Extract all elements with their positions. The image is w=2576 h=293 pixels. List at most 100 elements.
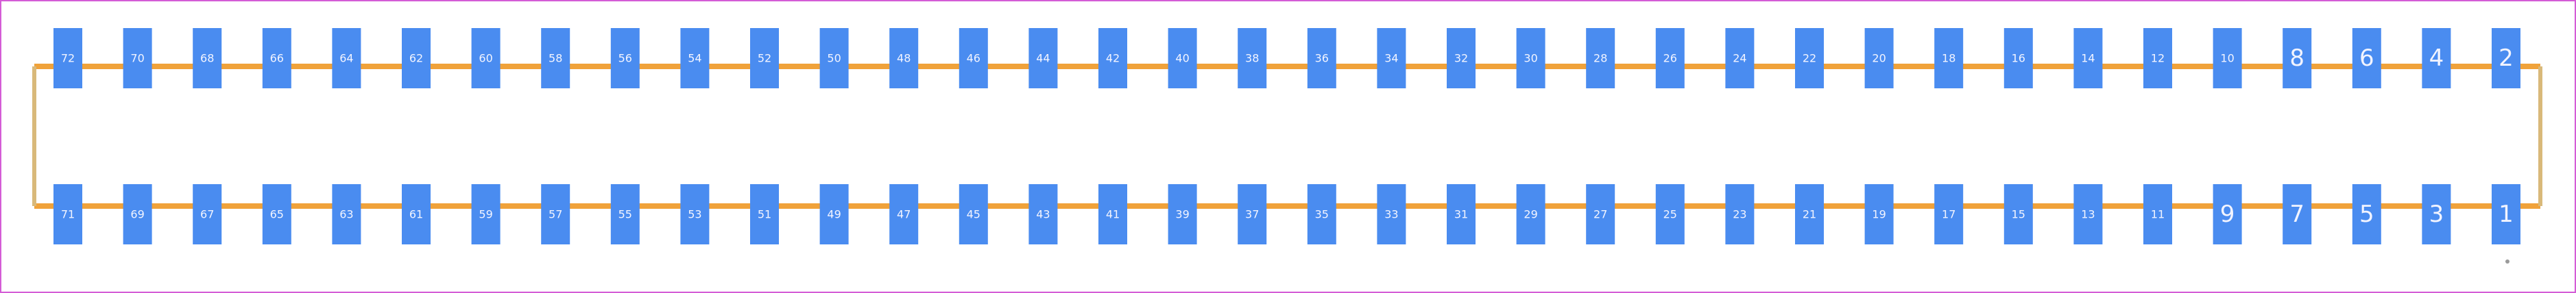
pad-rect [1028, 28, 1058, 88]
pad-56: 56 [610, 28, 640, 88]
pad-label: 62 [409, 52, 423, 65]
pad-35: 35 [1307, 184, 1336, 244]
pad-label: 35 [1315, 208, 1329, 221]
pad-65: 65 [262, 184, 291, 244]
pad-51: 51 [750, 184, 779, 244]
pad-label: 70 [130, 52, 144, 65]
pad-19: 19 [1864, 184, 1894, 244]
pad-rect [819, 28, 849, 88]
pad-label: 72 [61, 52, 75, 65]
pad-label: 17 [1942, 208, 1955, 221]
pad-label: 30 [1524, 52, 1537, 65]
pad-rect [2003, 28, 2033, 88]
pad-label: 13 [2081, 208, 2095, 221]
pad-rect [750, 28, 779, 88]
pad-label: 45 [967, 208, 980, 221]
pad-label: 60 [479, 52, 492, 65]
pad-label: 39 [1175, 208, 1189, 221]
pad-41: 41 [1098, 184, 1127, 244]
pad-70: 70 [123, 28, 152, 88]
pad-label: 59 [479, 208, 492, 221]
pad-rect [471, 28, 501, 88]
pad-10: 10 [2213, 28, 2242, 88]
pad-rect [541, 28, 570, 88]
pad-label: 24 [1733, 52, 1746, 65]
pad-label: 55 [618, 208, 632, 221]
pad-53: 53 [680, 184, 710, 244]
pad-36: 36 [1307, 28, 1336, 88]
pad-43: 43 [1028, 184, 1058, 244]
pad-rect [402, 28, 431, 88]
pad-30: 30 [1516, 28, 1545, 88]
pad-61: 61 [402, 184, 431, 244]
pad-rect [262, 184, 291, 244]
pad-rect [2492, 184, 2520, 244]
pad-label: 22 [1803, 52, 1816, 65]
pad-25: 25 [1655, 184, 1685, 244]
pad-21: 21 [1795, 184, 1824, 244]
pad-rect [2283, 28, 2312, 88]
pad-label: 32 [1454, 52, 1468, 65]
pad-rect [750, 184, 779, 244]
pad-32: 32 [1447, 28, 1476, 88]
pad-rect [1655, 184, 1685, 244]
pad-label: 37 [1245, 208, 1259, 221]
pad-label: 33 [1384, 208, 1398, 221]
pad-42: 42 [1098, 28, 1127, 88]
pad-rect [123, 184, 152, 244]
pad-label: 8 [2289, 44, 2304, 72]
pad-46: 46 [959, 28, 988, 88]
pad-label: 67 [200, 208, 214, 221]
pad-rect [2422, 28, 2451, 88]
pad-label: 57 [549, 208, 562, 221]
pad-rect [1795, 28, 1824, 88]
pad-rect [123, 28, 152, 88]
pad-label: 54 [688, 52, 701, 65]
pad-68: 68 [193, 28, 222, 88]
pad-rect [1377, 184, 1406, 244]
pad-67: 67 [193, 184, 222, 244]
pad-40: 40 [1168, 28, 1197, 88]
pad-label: 68 [200, 52, 214, 65]
pad-rect [1934, 28, 1964, 88]
pad-label: 47 [897, 208, 911, 221]
pad-label: 41 [1106, 208, 1120, 221]
pad-rect [2143, 184, 2172, 244]
pad-69: 69 [123, 184, 152, 244]
pad-label: 4 [2429, 44, 2444, 72]
pad-label: 28 [1593, 52, 1607, 65]
pad-6: 6 [2352, 28, 2381, 88]
pad-label: 53 [688, 208, 701, 221]
pad-rect [2073, 28, 2103, 88]
pad-label: 40 [1175, 52, 1189, 65]
pad-rect [2213, 28, 2242, 88]
pad-label: 9 [2220, 201, 2235, 228]
pad-rect [1028, 184, 1058, 244]
pad-rect [1238, 184, 1267, 244]
pad-label: 71 [61, 208, 75, 221]
pad-rect [332, 184, 361, 244]
component-outline [32, 64, 2542, 209]
pad-64: 64 [332, 28, 361, 88]
pad-rect [1864, 184, 1894, 244]
pad-label: 50 [827, 52, 841, 65]
pad-rect [402, 184, 431, 244]
pad-1: 1 [2492, 184, 2520, 244]
pad-rect [1238, 28, 1267, 88]
pad-rect [1864, 28, 1894, 88]
pad-31: 31 [1447, 184, 1476, 244]
pad-label: 6 [2359, 44, 2374, 72]
pad-label: 25 [1663, 208, 1677, 221]
pad-label: 10 [2220, 52, 2234, 65]
pad-47: 47 [889, 184, 919, 244]
pad-rect [1655, 28, 1685, 88]
pad-label: 19 [1872, 208, 1886, 221]
pad-label: 42 [1106, 52, 1120, 65]
pad-label: 21 [1803, 208, 1816, 221]
pad-label: 20 [1872, 52, 1886, 65]
pad-23: 23 [1725, 184, 1755, 244]
pad-label: 44 [1036, 52, 1050, 65]
pad-14: 14 [2073, 28, 2103, 88]
